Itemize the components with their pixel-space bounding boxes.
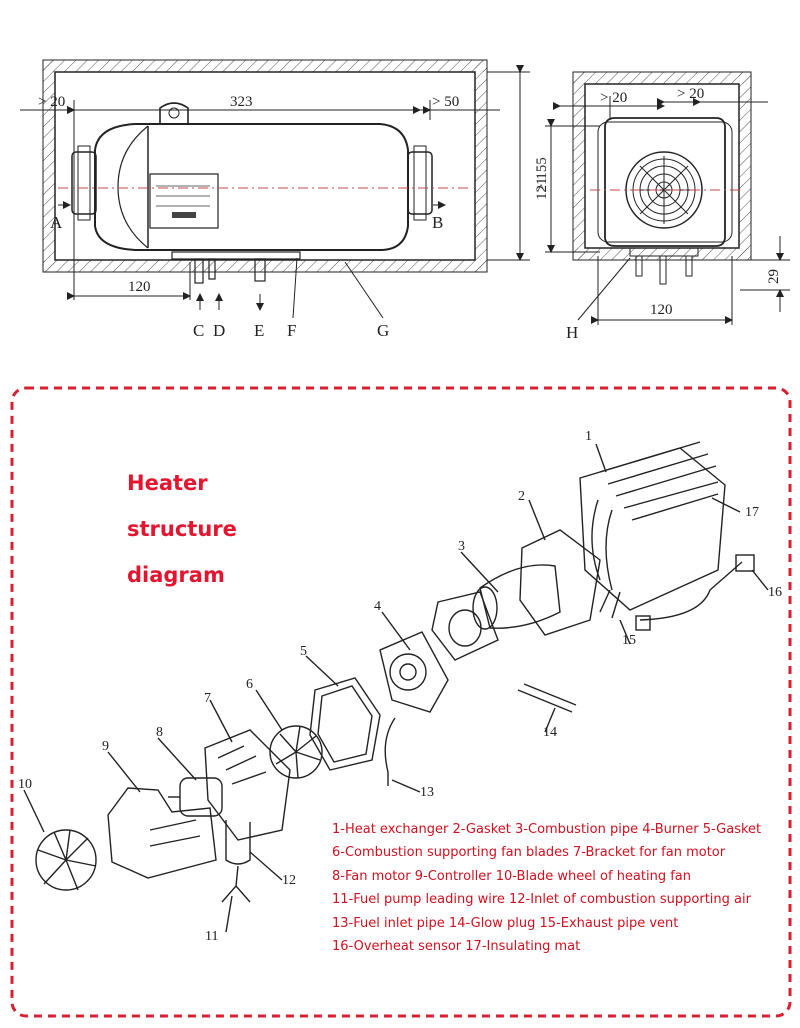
part-number-6: 6 <box>246 677 253 692</box>
part-number-12: 12 <box>282 873 296 888</box>
label-e: E <box>254 321 264 340</box>
diagram-frame <box>10 386 792 1018</box>
legend-line-5: 13-Fuel inlet pipe 14-Glow plug 15-Exhau… <box>332 915 679 931</box>
dim-front-bracket-width: 120 <box>128 279 151 295</box>
part-number-16: 16 <box>768 585 782 600</box>
legend-line-4: 11-Fuel pump leading wire 12-Inlet of co… <box>332 892 751 908</box>
dim-front-height: > 155 <box>534 157 550 192</box>
part-number-4: 4 <box>374 599 381 614</box>
label-f: F <box>287 321 296 340</box>
label-h: H <box>566 323 578 342</box>
diagram-title: Heater structure diagram <box>127 460 237 598</box>
dim-side-height: 121 <box>534 178 550 201</box>
legend-line-3: 8-Fan motor 9-Controller 10-Blade wheel … <box>332 868 692 884</box>
part-number-5: 5 <box>300 644 307 659</box>
exploded-view <box>23 441 769 933</box>
title-line-1: Heater <box>127 471 208 495</box>
title-line-3: diagram <box>127 563 225 587</box>
part-number-14: 14 <box>543 725 557 740</box>
part-number-15: 15 <box>622 633 636 648</box>
legend-line-1: 1-Heat exchanger 2-Gasket 3-Combustion p… <box>332 822 762 837</box>
label-d: D <box>213 321 225 340</box>
part-number-11: 11 <box>205 929 218 944</box>
dim-front-right-gap: > 50 <box>432 94 459 110</box>
dim-side-left-gap: > 20 <box>600 90 627 106</box>
label-g: G <box>377 321 389 340</box>
part-number-8: 8 <box>156 725 163 740</box>
part-number-1: 1 <box>585 429 592 444</box>
part-number-3: 3 <box>458 539 465 554</box>
label-c: C <box>193 321 204 340</box>
part-number-9: 9 <box>102 739 109 754</box>
dim-front-left-gap: > 20 <box>38 94 65 110</box>
dim-side-right-gap: > 20 <box>677 86 704 102</box>
label-b: B <box>432 213 443 232</box>
side-view: > 20 > 20 121 29 120 H <box>534 71 790 342</box>
part-numbers: 1 2 3 4 5 6 7 8 9 10 11 12 13 14 15 16 1… <box>18 429 782 944</box>
part-number-10: 10 <box>18 777 32 792</box>
part-heat-exchanger <box>579 441 726 611</box>
part-number-17: 17 <box>745 505 759 520</box>
legend-line-6: 16-Overheat sensor 17-Insulating mat <box>332 939 581 955</box>
legend-line-2: 6-Combustion supporting fan blades 7-Bra… <box>332 845 726 861</box>
dim-side-base: 29 <box>766 269 782 284</box>
part-number-13: 13 <box>420 785 434 800</box>
parts-legend: 1-Heat exchanger 2-Gasket 3-Combustion p… <box>332 818 792 958</box>
part-number-2: 2 <box>518 489 525 504</box>
label-a: A <box>50 213 63 232</box>
front-view: > 20 323 > 50 > 155 120 A B C D E F G <box>20 59 550 340</box>
dim-front-length: 323 <box>230 94 253 110</box>
title-line-2: structure <box>127 517 237 541</box>
dim-side-width: 120 <box>650 302 673 318</box>
part-number-7: 7 <box>204 691 211 706</box>
